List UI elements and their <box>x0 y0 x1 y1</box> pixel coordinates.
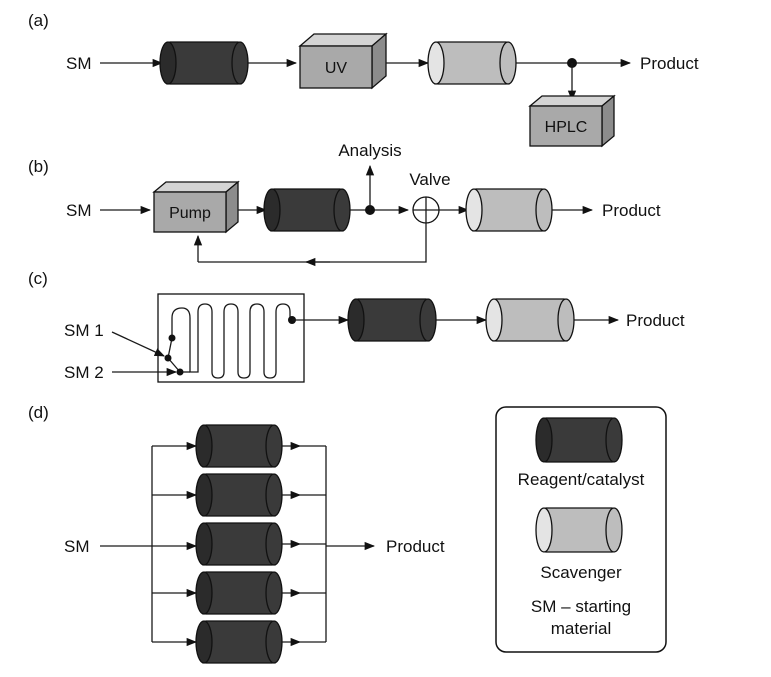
panel-d: (d) SM Product <box>28 403 445 664</box>
panel-d-reagent-column <box>152 571 326 615</box>
panel-d-reagent-column <box>152 473 326 517</box>
panel-a-uv-box: UV <box>298 32 388 90</box>
panel-b-reagent-column <box>263 188 351 232</box>
panel-c-arrow-sm1 <box>111 331 165 357</box>
panel-a-product-label: Product <box>640 54 699 73</box>
panel-d-reagent-column <box>195 522 326 566</box>
panel-b-product-label: Product <box>602 201 661 220</box>
panel-a-reagent-column <box>159 41 249 85</box>
panel-a-hplc-label: HPLC <box>545 119 588 136</box>
panel-a-uv-label: UV <box>325 60 348 77</box>
panel-d-label: (d) <box>28 403 49 422</box>
legend-scavenger-label: Scavenger <box>540 563 622 582</box>
legend-scavenger-column <box>535 507 623 553</box>
panel-b-pump-label: Pump <box>169 205 211 222</box>
panel-c-label: (c) <box>28 269 48 288</box>
panel-c-microreactor-chip <box>157 293 305 383</box>
panel-d-reagent-column <box>152 424 326 468</box>
panel-c-sm2-label: SM 2 <box>64 363 104 382</box>
panel-c-sm1-label: SM 1 <box>64 321 104 340</box>
panel-b-label: (b) <box>28 157 49 176</box>
panel-b-sm-label: SM <box>66 201 92 220</box>
panel-b-valve <box>412 196 440 224</box>
legend-reagent-label: Reagent/catalyst <box>518 470 645 489</box>
panel-d-parallel-columns <box>152 424 326 664</box>
panel-a-sm-label: SM <box>66 54 92 73</box>
panel-b-recycle-line <box>198 223 427 263</box>
panel-b-scavenger-column <box>465 188 553 232</box>
panel-b-analysis-label: Analysis <box>338 141 401 160</box>
panel-a-hplc-box: HPLC <box>528 94 616 148</box>
panel-b-pump-box: Pump <box>152 180 240 234</box>
panel-a-label: (a) <box>28 11 49 30</box>
panel-c-product-label: Product <box>626 311 685 330</box>
legend-reagent-column <box>535 417 623 463</box>
legend: Reagent/catalyst Scavenger SM – starting… <box>495 406 667 653</box>
panel-c: (c) SM 1 SM 2 Produc <box>28 269 685 383</box>
panel-a-scavenger-column <box>427 41 517 85</box>
panel-b-valve-label: Valve <box>409 170 450 189</box>
legend-sm-line1: SM – starting <box>531 597 631 616</box>
legend-sm-line2: material <box>551 619 611 638</box>
panel-b: (b) SM Pump Analysis Valve <box>28 141 661 267</box>
panel-d-sm-label: SM <box>64 537 90 556</box>
panel-c-scavenger-column <box>485 298 575 342</box>
panel-c-reagent-column <box>347 298 437 342</box>
panel-d-reagent-column <box>152 620 326 664</box>
panel-d-product-label: Product <box>386 537 445 556</box>
panel-a: (a) SM UV Product <box>28 11 699 148</box>
